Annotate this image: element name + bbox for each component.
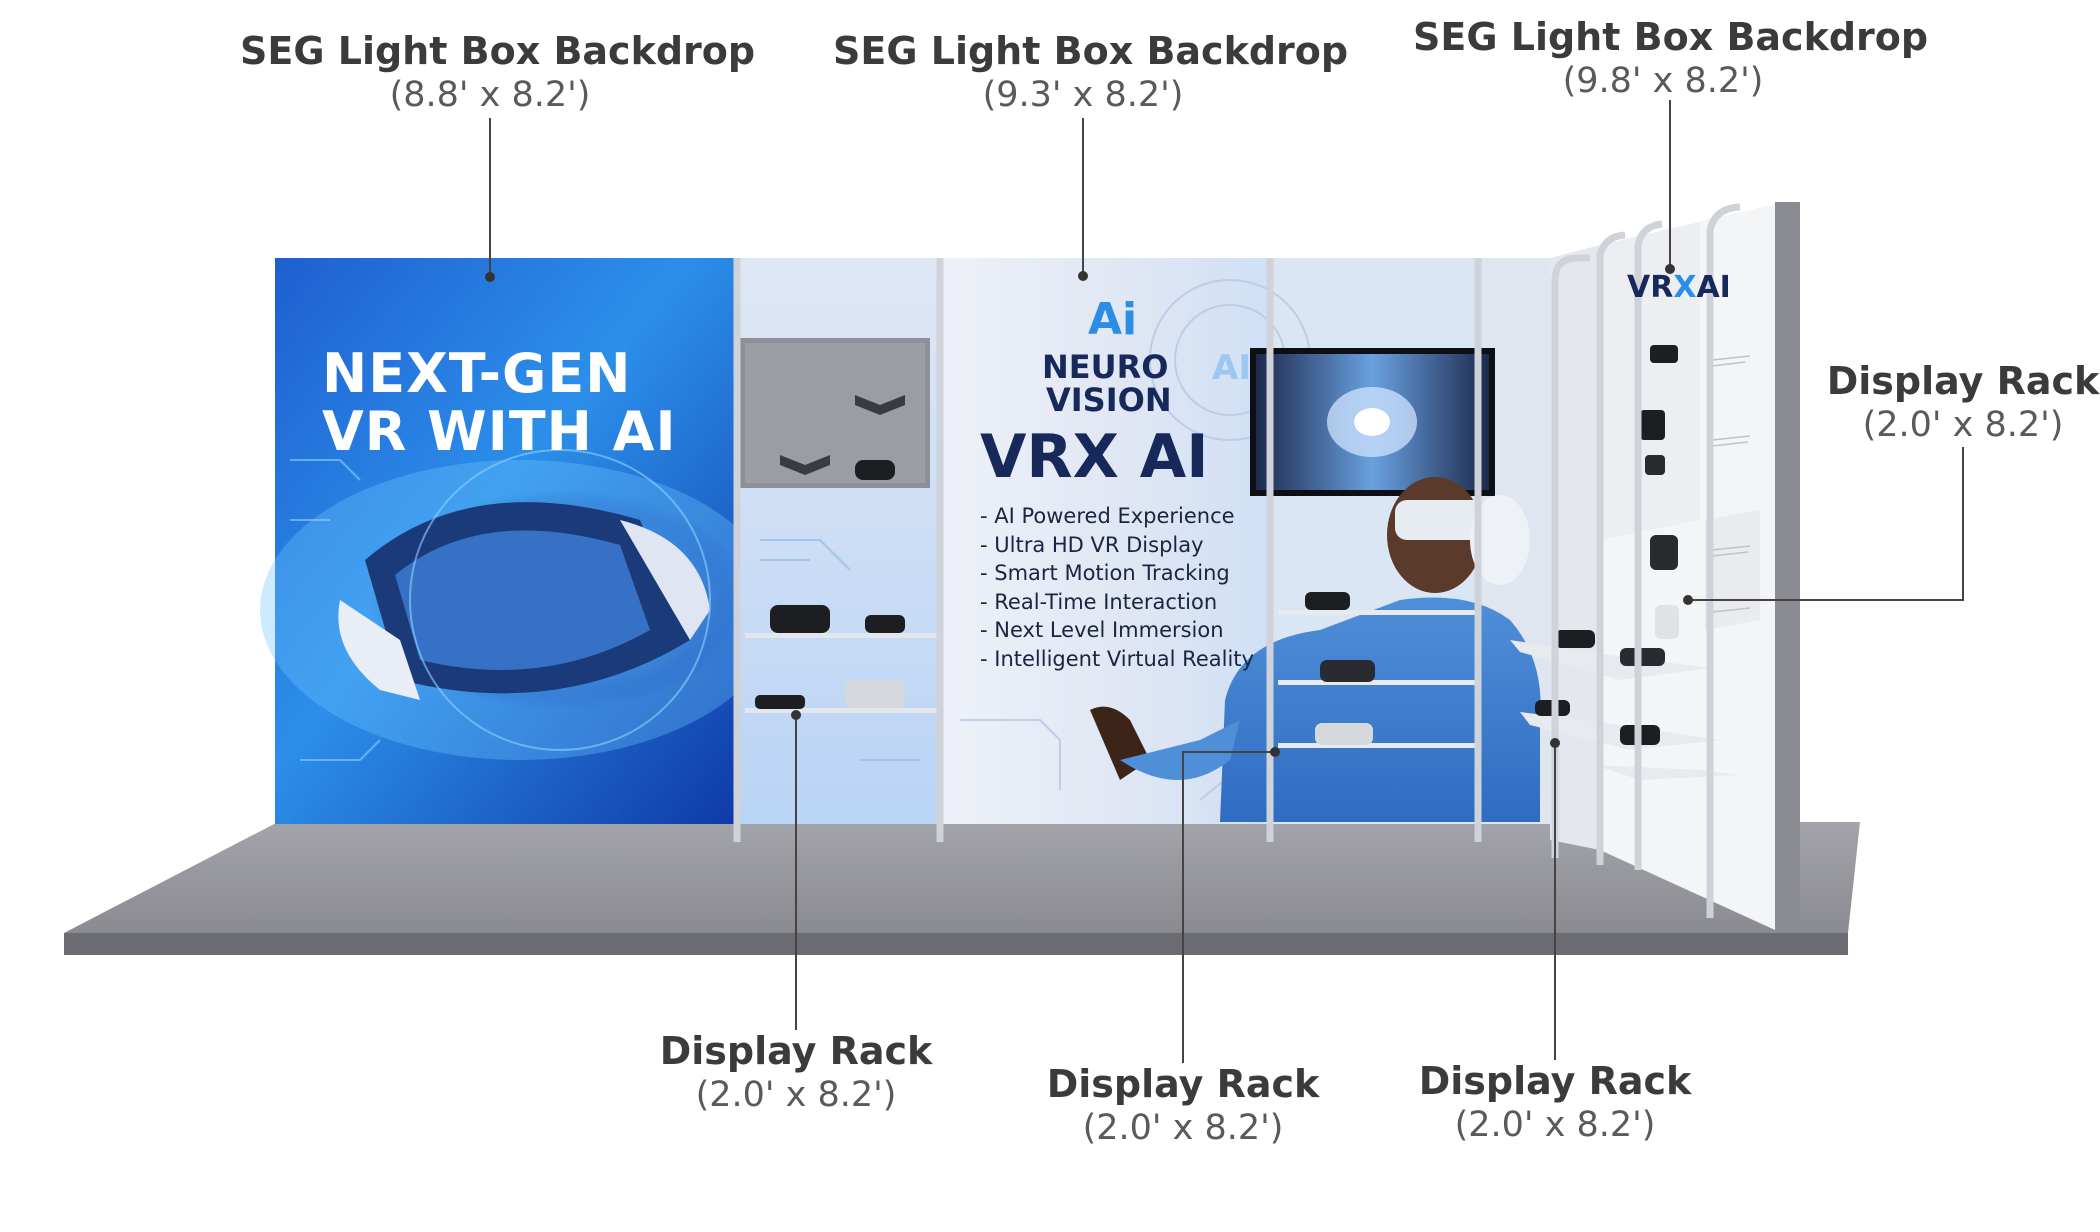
leader-lines xyxy=(489,100,1964,1063)
callout-dimensions: (2.0' x 8.2') xyxy=(695,1075,897,1115)
callout-title: Display Rack xyxy=(1826,359,2100,403)
feature-item: - Intelligent Virtual Reality xyxy=(980,646,1254,671)
rack-2-graphic xyxy=(1278,592,1478,748)
callout-title: SEG Light Box Backdrop xyxy=(1413,15,1929,59)
callout-dimensions: (2.0' x 8.2') xyxy=(1862,405,2064,445)
product-logo: VRX AI xyxy=(980,422,1209,492)
callout-rack-2: Display Rack (2.0' x 8.2') xyxy=(1033,1061,1333,1149)
floor-platform xyxy=(64,822,1860,955)
feature-item: - AI Powered Experience xyxy=(980,504,1235,528)
brand-line-1: NEURO xyxy=(1042,348,1169,386)
callout-title: Display Rack xyxy=(1046,1062,1320,1106)
callout-title: Display Rack xyxy=(1418,1059,1692,1103)
callout-dimensions: (8.8' x 8.2') xyxy=(389,75,591,115)
leader-dots xyxy=(485,264,1693,757)
vr-headset-graphic xyxy=(338,490,750,710)
callout-backdrop-left: SEG Light Box Backdrop (8.8' x 8.2') xyxy=(240,28,756,116)
left-headline-line-1: NEXT-GEN xyxy=(322,342,632,405)
callout-backdrop-center: SEG Light Box Backdrop (9.3' x 8.2') xyxy=(833,28,1349,116)
callout-title: SEG Light Box Backdrop xyxy=(240,29,756,73)
callout-rack-3: Display Rack (2.0' x 8.2') xyxy=(1405,1058,1705,1146)
person-with-vr-headset xyxy=(1090,477,1541,822)
rack-3-graphic xyxy=(1510,630,1740,780)
side-logo-ai: AI xyxy=(1696,270,1731,305)
backdrop-center xyxy=(940,258,1550,824)
callout-dimensions: (2.0' x 8.2') xyxy=(1454,1105,1656,1145)
callout-dimensions: (2.0' x 8.2') xyxy=(1082,1108,1284,1148)
side-logo: VRXAI xyxy=(1627,270,1731,305)
feature-item: - Ultra HD VR Display xyxy=(980,532,1204,557)
side-logo-x: X xyxy=(1673,270,1697,305)
callout-title: SEG Light Box Backdrop xyxy=(833,29,1349,73)
ai-badge: AI xyxy=(1212,348,1251,388)
brand-line-2: VISION xyxy=(1046,381,1172,419)
feature-list: - AI Powered Experience - Ultra HD VR Di… xyxy=(980,502,1254,674)
feature-item: - Smart Motion Tracking xyxy=(980,561,1230,586)
feature-item: - Real-Time Interaction xyxy=(980,589,1218,614)
ai-mark: Ai xyxy=(1088,294,1138,345)
left-headline-line-2: VR WITH AI xyxy=(322,400,677,463)
product-ai: AI xyxy=(1139,422,1209,492)
rack-1-graphic xyxy=(735,258,940,824)
callout-dimensions: (9.3' x 8.2') xyxy=(982,75,1184,115)
backdrop-left xyxy=(260,258,780,824)
callout-rack-side: Display Rack (2.0' x 8.2') xyxy=(1813,358,2100,446)
feature-item: - Next Level Immersion xyxy=(980,618,1224,643)
callout-title: Display Rack xyxy=(659,1029,933,1073)
callout-backdrop-right: SEG Light Box Backdrop (9.8' x 8.2') xyxy=(1413,14,1929,102)
callout-dimensions: (9.8' x 8.2') xyxy=(1562,61,1764,101)
tv-screen xyxy=(1250,348,1495,496)
product-vrx: VRX xyxy=(980,422,1119,492)
callout-rack-1: Display Rack (2.0' x 8.2') xyxy=(646,1028,946,1116)
side-logo-vr: VR xyxy=(1627,270,1674,305)
backdrop-right xyxy=(1550,202,1800,930)
rack-poles xyxy=(733,203,1741,918)
